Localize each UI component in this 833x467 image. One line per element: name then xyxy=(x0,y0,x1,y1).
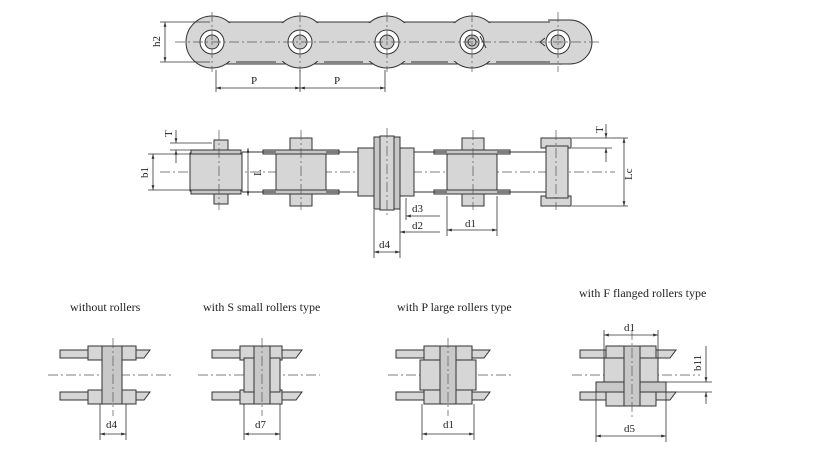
side-link-1 xyxy=(189,139,243,205)
variant-title-f-flanged-rollers: with F flanged rollers type xyxy=(579,286,706,300)
variant-title-without-rollers: without rollers xyxy=(70,300,141,314)
variant-4-top-label: d1 xyxy=(624,322,635,334)
variant-title-p-large-rollers: with P large rollers type xyxy=(397,300,512,314)
b1-label: b1 xyxy=(139,167,151,178)
variant-f-flanged-rollers: d1 b11 d5 xyxy=(572,322,712,442)
h2-label: h2 xyxy=(151,36,163,47)
T-label-right: T xyxy=(594,126,606,133)
side-view: T b1 L T Lc d3 d2 d1 d4 xyxy=(139,124,635,258)
pitch-label-1: P xyxy=(251,75,257,87)
variant-2-dim-label: d7 xyxy=(255,419,267,431)
variant-s-small-rollers: d7 xyxy=(198,338,320,440)
variant-4-dim-label: d5 xyxy=(624,423,636,435)
d3-label: d3 xyxy=(412,203,424,215)
variant-without-rollers: d4 xyxy=(48,338,172,440)
variant-3-dim-label: d1 xyxy=(443,419,454,431)
T-label-left: T xyxy=(163,130,175,137)
d2-label: d2 xyxy=(412,220,423,232)
d4-label-side: d4 xyxy=(379,239,391,251)
variant-title-s-small-rollers: with S small rollers type xyxy=(203,300,320,314)
pitch-label-2: P xyxy=(334,75,340,87)
d1-label-side: d1 xyxy=(465,218,476,230)
variant-1-dim-label: d4 xyxy=(106,419,118,431)
variant-p-large-rollers: d1 xyxy=(388,338,512,440)
L-label: L xyxy=(252,169,264,176)
Lc-label: Lc xyxy=(623,168,635,180)
variant-4-side-label: b11 xyxy=(692,355,704,371)
top-view: h2 P P xyxy=(151,12,600,92)
